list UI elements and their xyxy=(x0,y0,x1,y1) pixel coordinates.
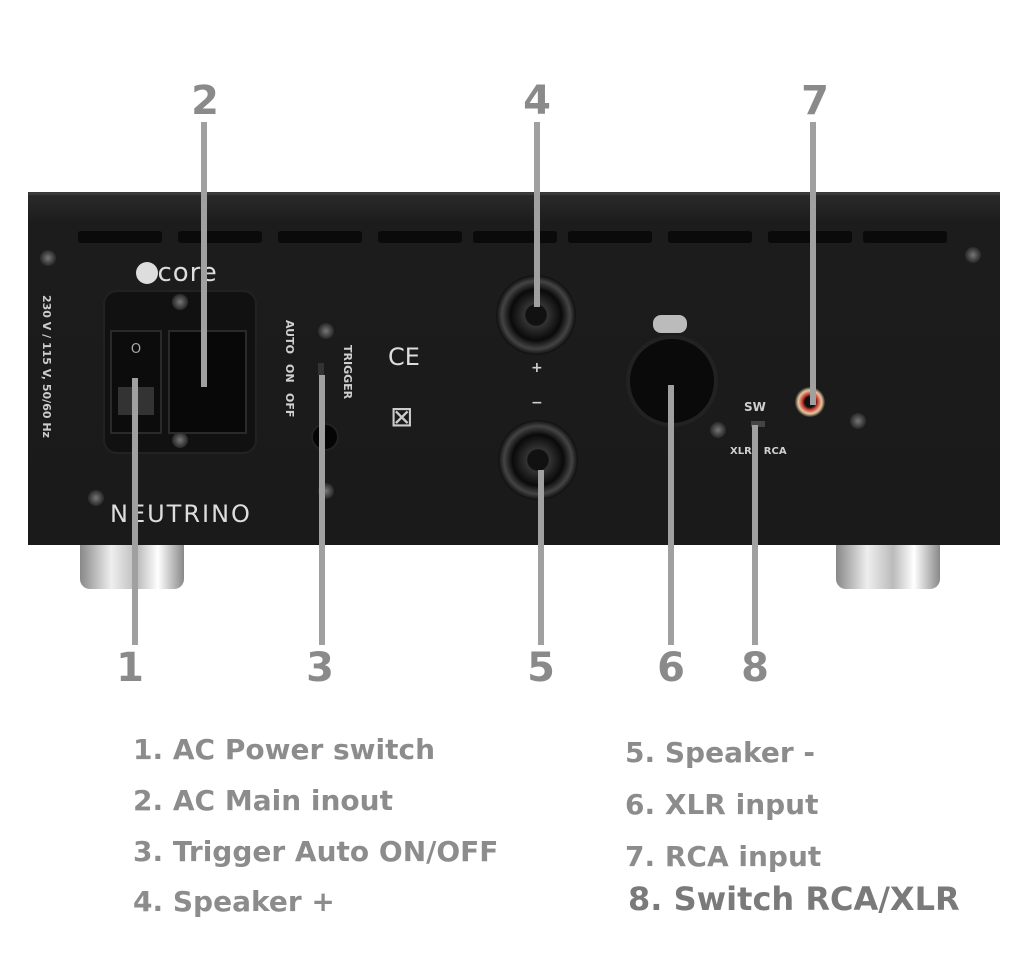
weee-bin-icon: ⊠ xyxy=(390,400,414,433)
sw-label: SW xyxy=(744,400,766,414)
callout-line-3 xyxy=(319,375,325,645)
trigger-switch[interactable] xyxy=(318,363,324,375)
callout-line-7 xyxy=(810,122,816,405)
callout-line-8 xyxy=(752,425,758,645)
legend-item-2: 2. AC Main inout xyxy=(133,784,393,817)
callout-line-1 xyxy=(132,378,138,645)
callout-8: 8 xyxy=(741,645,769,691)
callout-6: 6 xyxy=(657,645,685,691)
rca-xlr-switch[interactable] xyxy=(751,421,765,427)
trigger-jack[interactable] xyxy=(311,423,339,451)
callout-4: 4 xyxy=(523,78,551,124)
legend-item-1: 1. AC Power switch xyxy=(133,733,436,766)
voltage-label: 230 V / 115 V, 50/60 Hz xyxy=(40,295,53,438)
screw xyxy=(88,490,104,506)
callout-line-2 xyxy=(201,122,207,387)
callout-5: 5 xyxy=(527,645,555,691)
power-inlet-module: O xyxy=(103,290,257,454)
callout-2: 2 xyxy=(191,78,219,124)
ncore-logo: ncore xyxy=(136,258,218,288)
legend-item-3: 3. Trigger Auto ON/OFF xyxy=(133,835,499,868)
callout-1: 1 xyxy=(116,645,144,691)
screw xyxy=(40,250,56,266)
legend-item-6: 6. XLR input xyxy=(625,788,819,821)
screw xyxy=(965,247,981,263)
legend-item-7: 7. RCA input xyxy=(625,840,822,873)
legend-item-8: 8. Switch RCA/XLR xyxy=(628,880,960,918)
callout-line-4 xyxy=(534,122,540,307)
callout-3: 3 xyxy=(306,645,334,691)
ce-mark: CE xyxy=(388,343,420,371)
trigger-label: TRIGGER xyxy=(341,345,354,400)
callout-line-6 xyxy=(668,385,674,645)
xlr-latch[interactable] xyxy=(653,315,687,333)
legend-item-4: 4. Speaker + xyxy=(133,885,335,918)
minus-label: − xyxy=(531,395,543,411)
legend-item-5: 5. Speaker - xyxy=(625,736,815,769)
plus-label: + xyxy=(531,360,543,376)
right-foot xyxy=(836,545,940,589)
ac-main-inlet xyxy=(168,330,247,434)
callout-7: 7 xyxy=(801,78,829,124)
callout-line-5 xyxy=(538,470,544,645)
